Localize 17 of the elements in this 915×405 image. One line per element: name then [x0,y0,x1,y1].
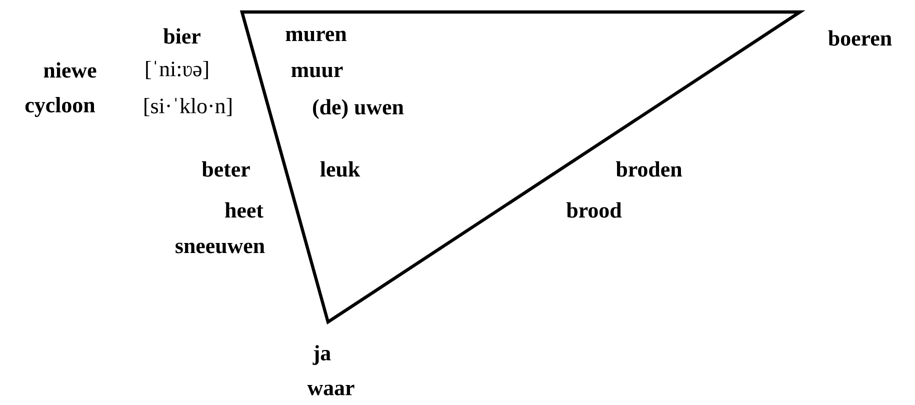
word: waar [307,384,354,396]
word: brood [566,202,622,218]
word: muur [291,66,343,78]
word: leuk [320,161,360,177]
word: boeren [828,30,892,46]
word: sneeuwen [176,242,265,254]
word: broden [616,161,682,177]
word: muren [286,30,347,42]
word: (de) uwen [313,99,404,119]
word: cycloon [25,97,95,117]
word: bier [163,28,200,44]
phonetic-transcription: [si·ˈklo·n] [144,98,232,116]
word: ja [312,345,331,365]
phonetic-transcription: [ˈni:ʋə] [146,60,208,80]
word: niewe [44,62,96,78]
word: beter [202,161,250,177]
word: heet [225,202,264,218]
